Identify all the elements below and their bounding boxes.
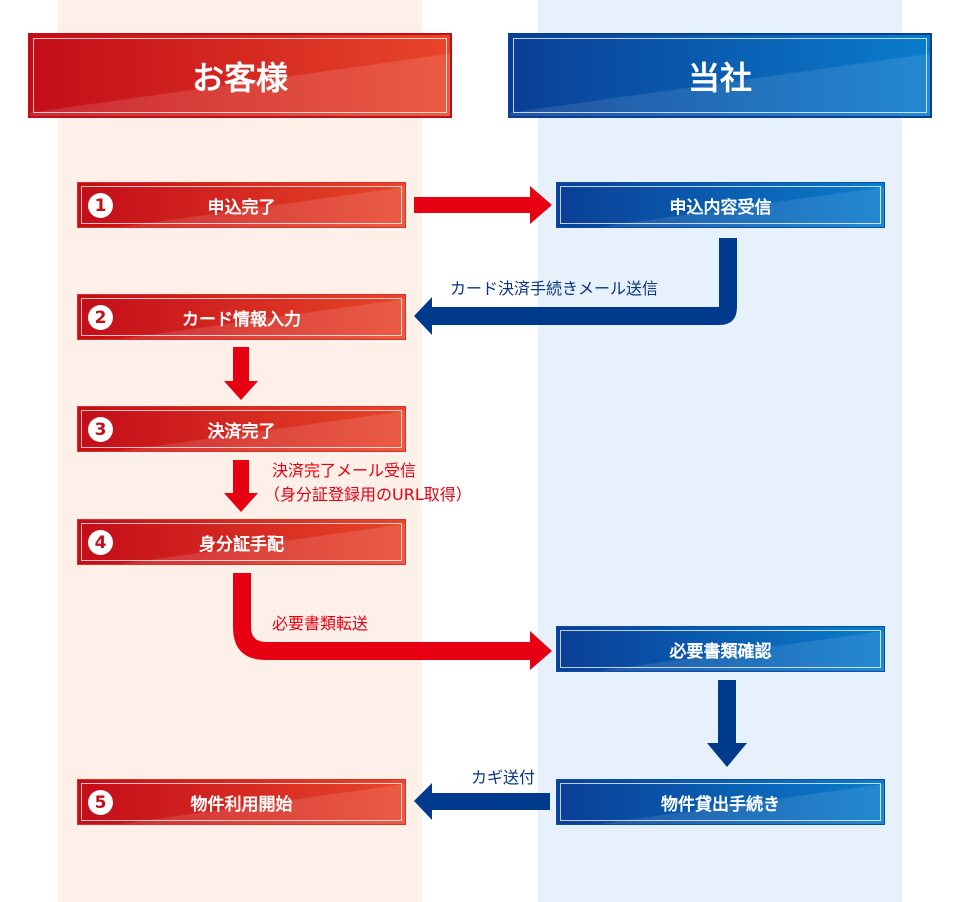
- step-label: 決済完了: [207, 421, 276, 442]
- step-label: カード情報入力: [182, 309, 301, 330]
- company-step-lending: 物件貸出手続き: [556, 779, 885, 825]
- step-label: 物件貸出手続き: [661, 794, 780, 815]
- arrow-down-red-2: [224, 460, 258, 512]
- customer-step-3: 3 決済完了: [77, 406, 406, 452]
- arrow-down-blue: [707, 680, 747, 767]
- arrow-down-red-1: [224, 347, 258, 400]
- step-number: 3: [88, 417, 113, 442]
- company-step-confirm: 必要書類確認: [556, 626, 885, 672]
- step-number: 5: [88, 790, 113, 815]
- step-label: 身分証手配: [199, 534, 284, 555]
- customer-step-5: 5 物件利用開始: [77, 779, 406, 825]
- step-number: 4: [88, 530, 113, 555]
- step-label: 必要書類確認: [669, 641, 772, 662]
- arrow-left-blue: [414, 783, 550, 820]
- customer-step-2: 2 カード情報入力: [77, 294, 406, 340]
- label-complete-mail: 決済完了メール受信: [272, 461, 417, 480]
- label-url: （身分証登録用のURL取得）: [264, 485, 472, 504]
- step-label: 物件利用開始: [190, 794, 293, 815]
- label-key-send: カギ送付: [471, 768, 536, 787]
- arrow-l-red: [233, 573, 552, 670]
- label-card-mail: カード決済手続きメール送信: [450, 279, 659, 298]
- label-docs-transfer: 必要書類転送: [272, 614, 369, 633]
- arrow-l-blue: [414, 238, 737, 335]
- step-label: 申込内容受信: [669, 197, 772, 218]
- customer-step-1: 1 申込完了: [77, 182, 406, 228]
- step-label: 申込完了: [207, 197, 276, 218]
- step-number: 2: [88, 305, 113, 330]
- customer-step-4: 4 身分証手配: [77, 519, 406, 565]
- customer-header: お客様: [28, 33, 452, 118]
- company-header: 当社: [508, 33, 932, 118]
- company-step-receive: 申込内容受信: [556, 182, 885, 228]
- arrow-right-red: [414, 186, 552, 224]
- step-number: 1: [88, 193, 113, 218]
